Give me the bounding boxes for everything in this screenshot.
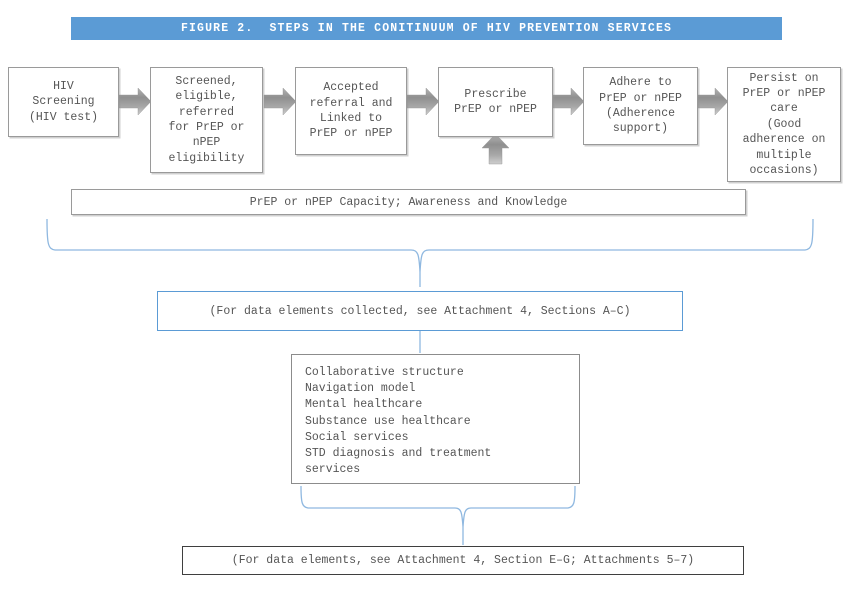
arrow-step4-to-step5 bbox=[552, 87, 585, 116]
arrow-step1-to-step2 bbox=[118, 87, 152, 116]
services-list-item: Mental healthcare bbox=[305, 398, 423, 412]
services-list-item: services bbox=[305, 463, 361, 477]
step-box-adhere[interactable]: Adhere to PrEP or nPEP (Adherence suppor… bbox=[583, 67, 698, 145]
services-list-item: STD diagnosis and treatment bbox=[305, 447, 492, 461]
arrow-up-into-prescribe bbox=[481, 133, 510, 165]
step-box-screened-eligible[interactable]: Screened, eligible, referred for PrEP or… bbox=[150, 67, 263, 173]
services-list-item: Navigation model bbox=[305, 382, 416, 396]
attachment-note-top[interactable]: (For data elements collected, see Attach… bbox=[157, 291, 683, 331]
services-list-item: Collaborative structure bbox=[305, 366, 464, 379]
figure-title: FIGURE 2. STEPS IN THE CONITINUUM OF HIV… bbox=[71, 17, 782, 40]
brace-upper bbox=[46, 218, 814, 287]
brace-lower bbox=[300, 485, 576, 545]
attachment-note-bottom[interactable]: (For data elements, see Attachment 4, Se… bbox=[182, 546, 744, 575]
step-box-hiv-screening[interactable]: HIV Screening (HIV test) bbox=[8, 67, 119, 137]
capacity-bar[interactable]: PrEP or nPEP Capacity; Awareness and Kno… bbox=[71, 189, 746, 215]
services-list-item: Social services bbox=[305, 430, 409, 444]
step-box-prescribe[interactable]: Prescribe PrEP or nPEP bbox=[438, 67, 553, 137]
step-box-persist[interactable]: Persist on PrEP or nPEP care (Good adher… bbox=[727, 67, 841, 182]
services-list-item: Substance use healthcare bbox=[305, 414, 471, 428]
arrow-step2-to-step3 bbox=[263, 87, 297, 116]
arrow-step3-to-step4 bbox=[406, 87, 440, 116]
arrow-step5-to-step6 bbox=[697, 87, 729, 116]
services-list-box[interactable]: Collaborative structure Navigation model… bbox=[291, 354, 580, 484]
step-box-accepted-referral[interactable]: Accepted referral and Linked to PrEP or … bbox=[295, 67, 407, 155]
